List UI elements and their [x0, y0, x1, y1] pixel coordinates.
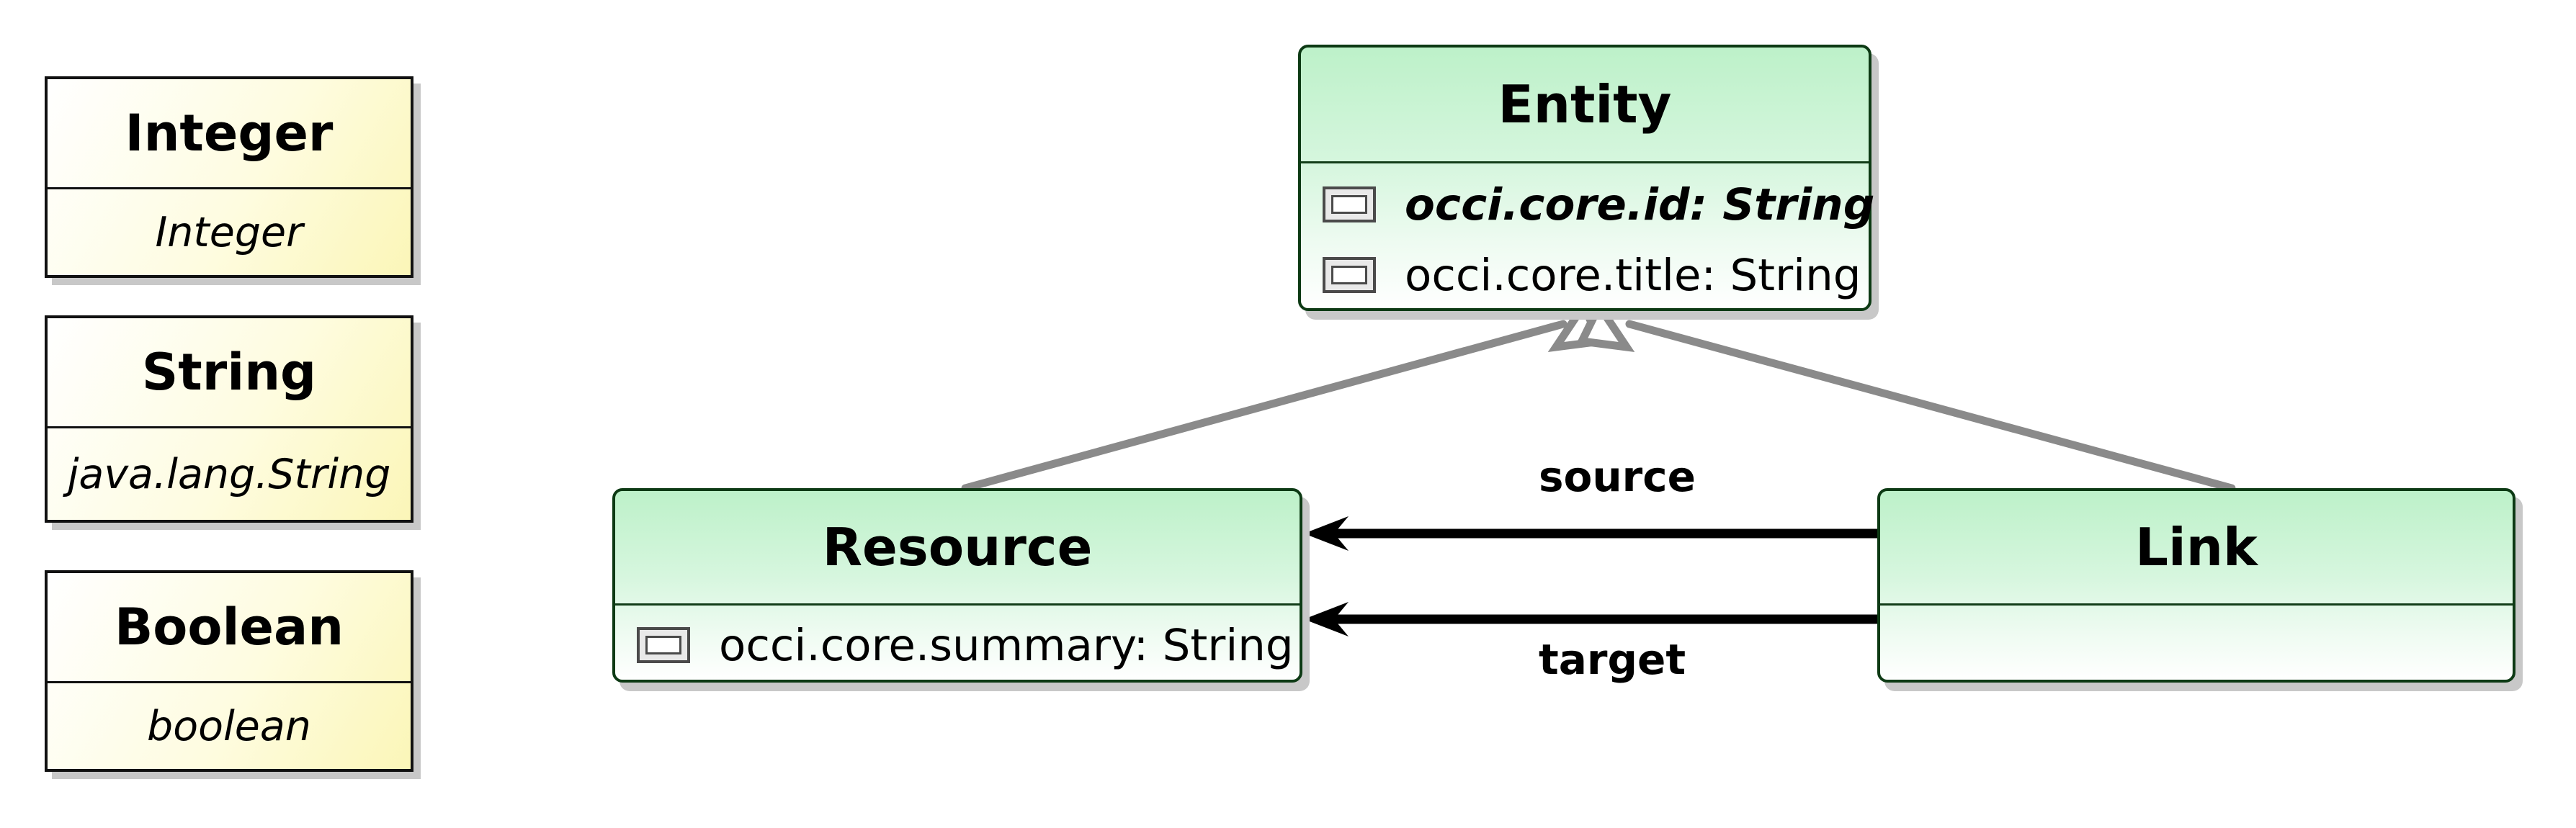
class-link-name: Link	[2135, 517, 2258, 577]
datatype-integer-name: Integer	[125, 104, 334, 163]
source-arrowhead	[1304, 516, 1349, 551]
attribute-label: occi.core.title: String	[1405, 249, 1861, 301]
generalization-resource-entity	[961, 320, 1567, 492]
datatype-string[interactable]: String java.lang.String	[45, 315, 413, 523]
attribute-occi-core-summary[interactable]: occi.core.summary: String	[637, 611, 1294, 680]
datatype-boolean[interactable]: Boolean boolean	[45, 570, 413, 772]
inheritance-arrowhead-link	[1575, 297, 1635, 353]
attribute-label: occi.core.summary: String	[719, 619, 1294, 671]
attribute-occi-core-id[interactable]: occi.core.id: String	[1323, 170, 1874, 239]
class-entity-name: Entity	[1498, 74, 1672, 135]
class-link[interactable]: Link	[1877, 488, 2515, 683]
source-reference-label: source	[1539, 452, 1696, 501]
divider	[48, 681, 411, 683]
attribute-occi-core-title[interactable]: occi.core.title: String	[1323, 240, 1861, 310]
divider	[48, 187, 411, 189]
class-resource[interactable]: Resource occi.core.summary: String	[612, 488, 1302, 683]
datatype-boolean-name: Boolean	[114, 598, 344, 657]
target-arrowhead	[1304, 602, 1349, 636]
divider	[1880, 603, 2513, 606]
target-reference-label: target	[1539, 635, 1686, 684]
attribute-icon	[637, 627, 690, 663]
divider	[48, 426, 411, 428]
divider	[615, 603, 1300, 606]
attribute-label: occi.core.id: String	[1405, 179, 1875, 230]
attribute-icon	[1323, 257, 1376, 293]
attribute-icon	[1323, 186, 1376, 222]
datatype-boolean-type: boolean	[147, 702, 311, 750]
datatype-integer-type: Integer	[155, 208, 303, 256]
datatype-string-type: java.lang.String	[67, 450, 391, 498]
divider	[1301, 161, 1869, 163]
class-entity[interactable]: Entity occi.core.id: String occi.core.ti…	[1298, 45, 1874, 311]
generalization-link-entity	[1625, 320, 2236, 492]
class-resource-name: Resource	[822, 517, 1093, 577]
datatype-string-name: String	[141, 343, 317, 402]
datatype-integer[interactable]: Integer Integer	[45, 76, 413, 278]
